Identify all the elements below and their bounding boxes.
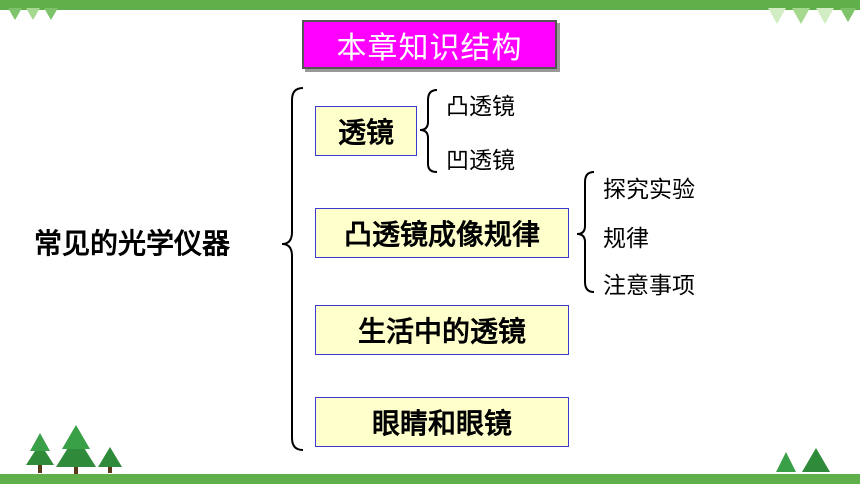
trees-left-icon [26, 425, 122, 475]
root-bracket [281, 87, 304, 451]
leaf-concave-lens: 凹透镜 [446, 148, 515, 174]
leaf-notes: 注意事项 [603, 273, 695, 299]
leaf-rule: 规律 [603, 226, 649, 252]
node-lens-in-life: 生活中的透镜 [315, 305, 569, 355]
root-label: 常见的光学仪器 [34, 227, 231, 260]
bunting-right-icon [768, 8, 856, 24]
node-eye-glasses: 眼睛和眼镜 [315, 397, 569, 447]
node-lens: 透镜 [315, 106, 417, 156]
top-green-bar [0, 0, 860, 10]
imaging-bracket [576, 171, 595, 293]
node-convex-imaging: 凸透镜成像规律 [315, 208, 569, 258]
leaf-convex-lens: 凸透镜 [446, 94, 515, 120]
leaf-experiment: 探究实验 [603, 177, 695, 203]
bunting-left-icon [8, 8, 58, 20]
trees-right-icon [776, 448, 830, 472]
lens-bracket [419, 89, 438, 173]
bottom-green-bar [0, 474, 860, 484]
chapter-title: 本章知识结构 [302, 20, 557, 69]
